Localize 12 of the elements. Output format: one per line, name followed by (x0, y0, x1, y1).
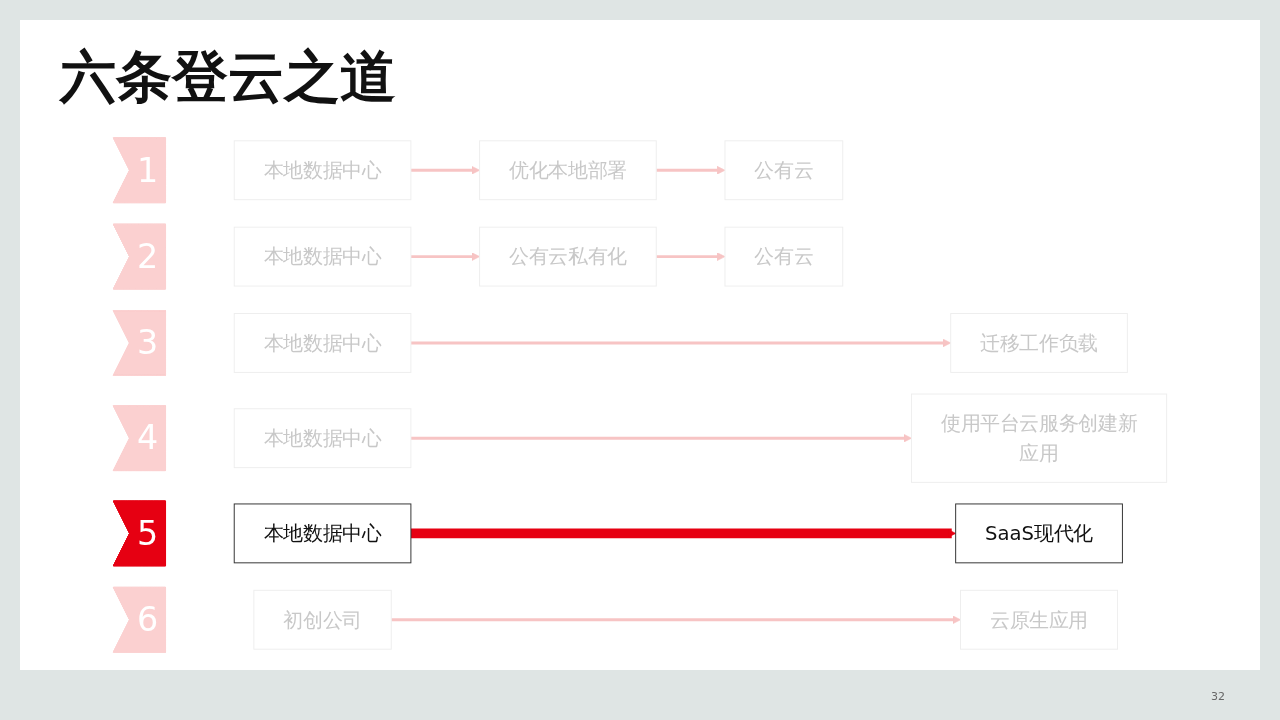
node-box: 本地数据中心 (233, 503, 412, 564)
arrow (410, 528, 957, 539)
arrow (656, 252, 726, 261)
arrow (410, 338, 952, 348)
arrow (410, 252, 480, 261)
arrow (656, 165, 726, 175)
arrow (410, 433, 912, 443)
arrow (410, 165, 480, 175)
node-box: SaaS现代化 (955, 503, 1123, 564)
slide-title: 六条登云之道 (60, 43, 396, 111)
arrow (391, 615, 961, 625)
page-number: 32 (1211, 690, 1225, 703)
